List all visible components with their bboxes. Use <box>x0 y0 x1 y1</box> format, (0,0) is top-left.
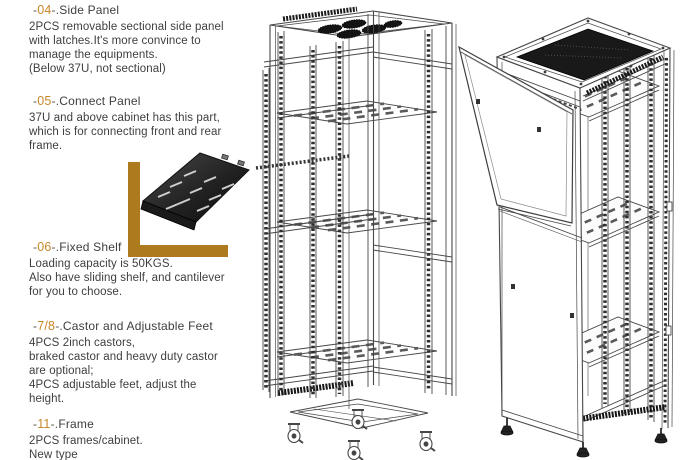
heading-dash: -. <box>55 319 63 333</box>
heading-dash: - <box>33 417 38 431</box>
feature-line: manage the equipments. <box>29 49 158 61</box>
heading-dash: -. <box>50 417 59 431</box>
feature-line: braked castor and heavy duty castor <box>29 351 218 363</box>
feature-number: 05 <box>37 94 52 108</box>
feature-section-connect-panel: -05-.Connect Panel 37U and above cabinet… <box>29 94 221 153</box>
removed-side-panel <box>458 45 574 227</box>
heading-dash: - <box>33 240 38 254</box>
feature-line: Loading capacity is 50KGS. <box>29 258 173 270</box>
feature-line: Also have sliding shelf, and cantilever <box>29 272 225 284</box>
mesh-top-panel <box>515 28 655 81</box>
feature-number: 7/8 <box>37 319 56 333</box>
feature-line: 37U and above cabinet has this part, <box>29 112 220 124</box>
feature-line: 2PCS frames/cabinet. <box>29 435 143 447</box>
feature-title: Side Panel <box>59 3 120 17</box>
feature-title: Fixed Shelf <box>59 240 122 254</box>
caster-wheels <box>287 409 436 460</box>
feature-number: 06 <box>37 240 52 254</box>
heading-dash: -. <box>51 240 60 254</box>
feature-section-frame: -11-.Frame 2PCS frames/cabinet. New type <box>29 417 143 460</box>
feature-line: with latches.It's more convince to <box>29 35 201 47</box>
open-frame-rack-line-drawing <box>255 6 457 460</box>
feature-line: for you to choose. <box>29 286 123 298</box>
heading-dash: - <box>33 319 38 333</box>
feature-line: which is for connecting front and rear <box>29 126 222 138</box>
feature-line: 2PCS removable sectional side panel <box>29 21 224 33</box>
feature-line: are optional; <box>29 365 94 377</box>
heading-dash: -. <box>51 3 60 17</box>
feature-heading: -7/8-.Castor and Adjustable Feet <box>33 319 218 333</box>
feature-title: Castor and Adjustable Feet <box>62 319 213 333</box>
adjustable-feet <box>500 418 668 458</box>
heading-dash: -. <box>51 94 60 108</box>
feature-line: frame. <box>29 140 63 152</box>
feature-heading: -11-.Frame <box>33 417 143 431</box>
feature-heading: -05-.Connect Panel <box>33 94 221 108</box>
feature-heading: -04-.Side Panel <box>33 3 224 17</box>
fixed-shelf-product-photo <box>140 152 250 231</box>
corner-bracket-graphic <box>128 162 228 257</box>
feature-number: 11 <box>37 417 51 431</box>
feature-line: New type <box>29 449 78 460</box>
feature-section-castor-feet: -7/8-.Castor and Adjustable Feet 4PCS 2i… <box>29 319 218 406</box>
feature-heading: -06-.Fixed Shelf <box>33 240 225 254</box>
feature-title: Frame <box>58 417 94 431</box>
feature-number: 04 <box>37 3 52 17</box>
cabinet-rack-side-panel-removed-line-drawing <box>458 17 675 458</box>
feature-line: (Below 37U, not sectional) <box>29 63 166 75</box>
feature-line: 4PCS adjustable feet, adjust the <box>29 379 197 391</box>
feature-title: Connect Panel <box>59 94 141 108</box>
heading-dash: - <box>33 94 38 108</box>
feature-section-fixed-shelf: -06-.Fixed Shelf Loading capacity is 50K… <box>29 240 225 299</box>
feature-line: 4PCS 2inch castors, <box>29 337 136 349</box>
feature-list: -04-.Side Panel 2PCS removable sectional… <box>0 0 260 460</box>
feature-section-side-panel: -04-.Side Panel 2PCS removable sectional… <box>29 3 224 76</box>
feature-line: height. <box>29 393 65 405</box>
heading-dash: - <box>33 3 38 17</box>
